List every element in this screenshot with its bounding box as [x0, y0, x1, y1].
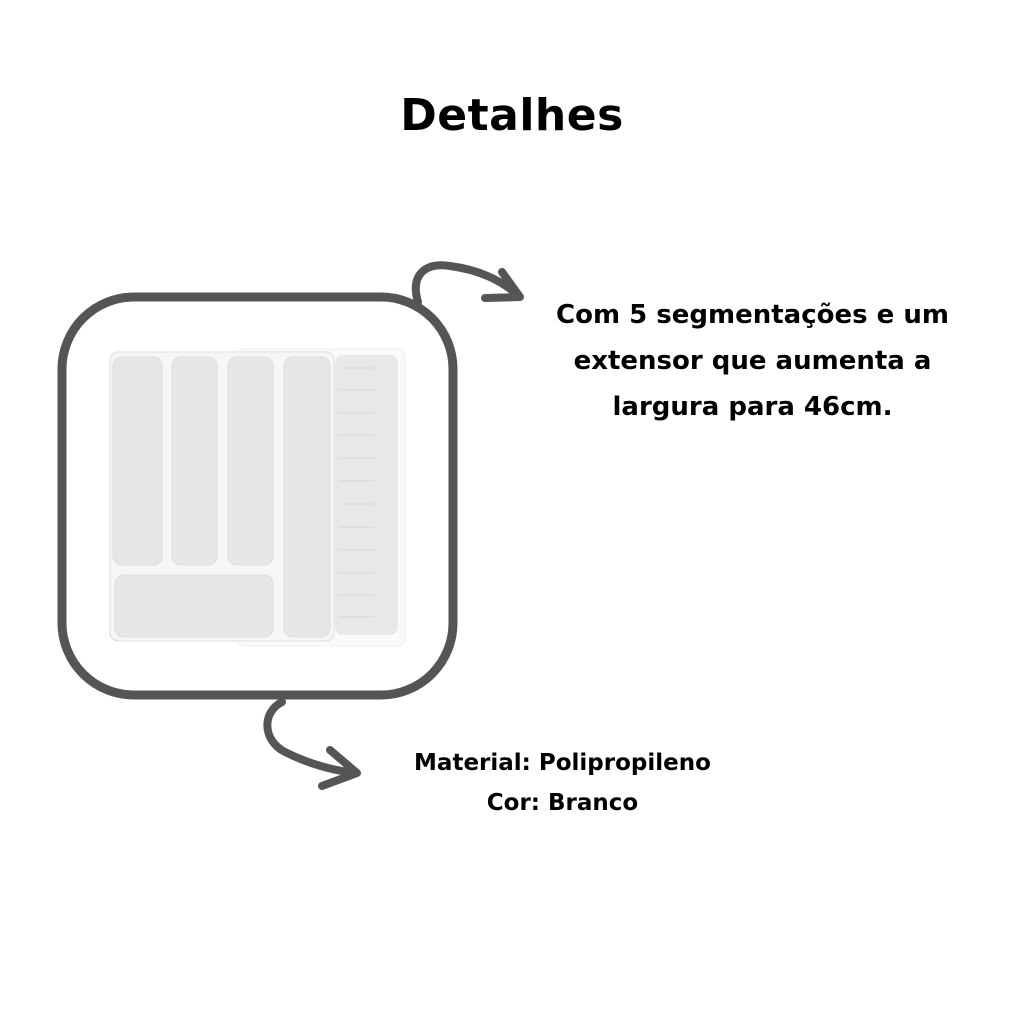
page-title: Detalhes	[400, 90, 624, 141]
arrow-to-material-icon	[263, 698, 361, 790]
material-text: Material: Polipropileno	[414, 750, 711, 776]
color-text: Cor: Branco	[486, 790, 639, 816]
material-info: Material: Polipropileno Cor: Branco	[390, 743, 735, 823]
cutlery-tray-image	[109, 348, 406, 647]
image-frame	[57, 292, 458, 700]
arrow-to-description-icon	[411, 261, 524, 306]
description-text: Com 5 segmentações e um extensor que aum…	[556, 300, 949, 422]
